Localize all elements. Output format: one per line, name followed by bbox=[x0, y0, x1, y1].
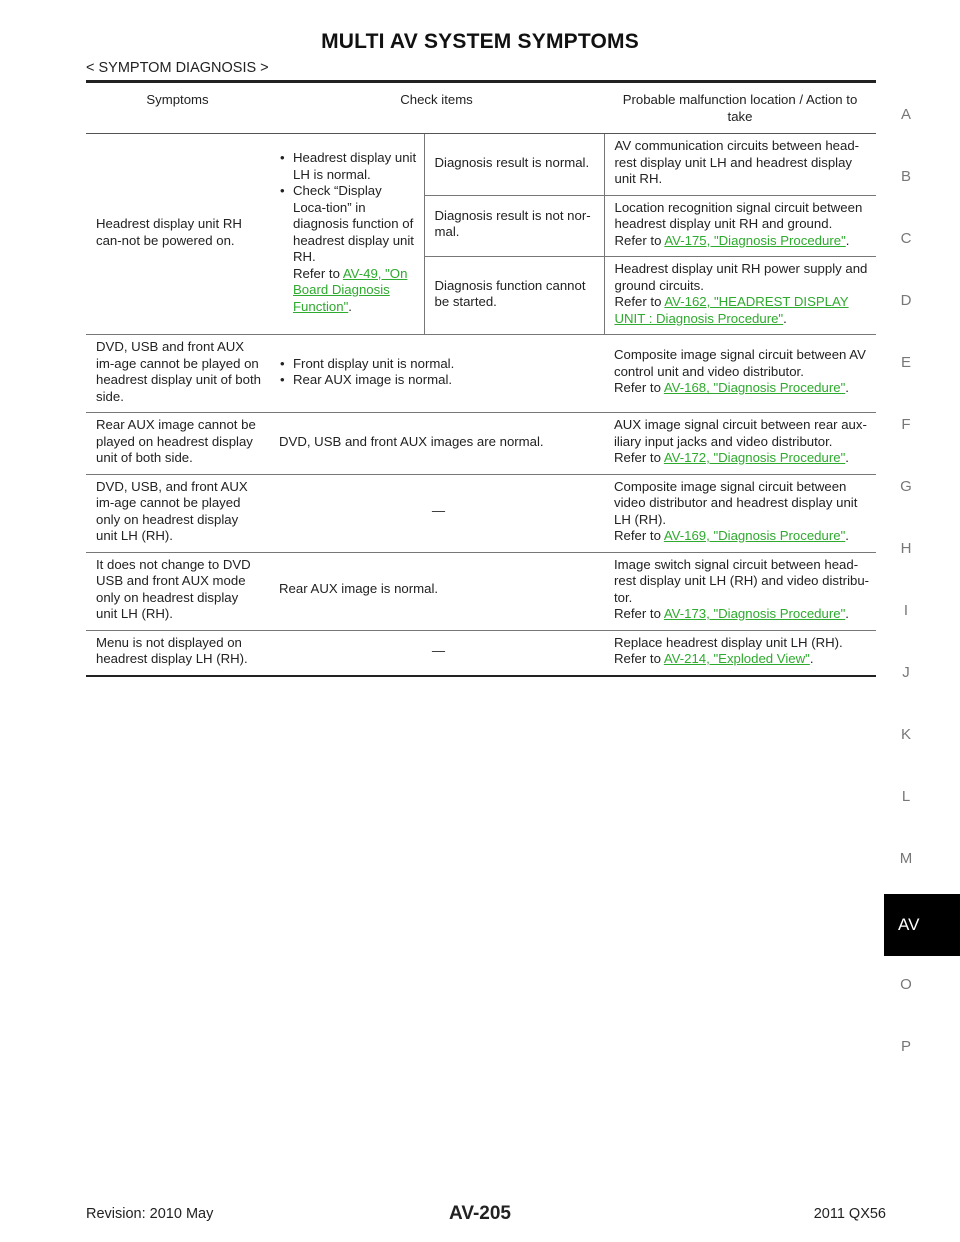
section-index-f[interactable]: F bbox=[901, 416, 911, 433]
footer-model: 2011 QX56 bbox=[813, 1206, 886, 1222]
check-result-cell: Diagnosis function cannot be started. bbox=[423, 256, 604, 335]
check-items-cell: Front display unit is normal. Rear AUX i… bbox=[269, 334, 604, 413]
section-index-l[interactable]: L bbox=[901, 788, 911, 805]
check-items-cell: Rear AUX image is normal. bbox=[269, 552, 604, 631]
table-row: Headrest display unit RH can-not be powe… bbox=[86, 133, 876, 335]
table-header-row: Symptoms Check items Probable malfunctio… bbox=[86, 86, 876, 134]
check-item: Rear AUX image is normal. bbox=[279, 372, 598, 389]
table-row: It does not change to DVD USB and front … bbox=[86, 552, 876, 631]
header-symptoms: Symptoms bbox=[86, 86, 269, 134]
check-items-cell: Headrest display unit LH is normal. Chec… bbox=[269, 133, 424, 335]
table-row: DVD, USB and front AUX im-age cannot be … bbox=[86, 334, 876, 413]
check-items-cell: — bbox=[269, 630, 604, 677]
action-cell: AUX image signal circuit between rear au… bbox=[604, 412, 876, 475]
section-index-o[interactable]: O bbox=[900, 976, 912, 993]
xref-link[interactable]: AV-214, "Exploded View" bbox=[663, 651, 810, 666]
check-item: Check “Display Loca-tion” in diagnosis f… bbox=[279, 183, 418, 315]
action-cell: Location recognition signal circuit betw… bbox=[603, 195, 876, 257]
breadcrumb: < SYMPTOM DIAGNOSIS > bbox=[86, 60, 269, 76]
section-index: A B C D E F G H I J K L M AV O P bbox=[884, 0, 960, 1242]
section-index-i[interactable]: I bbox=[903, 602, 909, 619]
table-row: DVD, USB, and front AUX im-age cannot be… bbox=[86, 474, 876, 553]
header-divider bbox=[86, 80, 876, 83]
footer-page-number: AV-205 bbox=[449, 1203, 511, 1224]
check-items-cell: — bbox=[269, 474, 604, 553]
section-index-k[interactable]: K bbox=[900, 726, 911, 743]
xref-link[interactable]: AV-169, "Diagnosis Procedure" bbox=[663, 528, 846, 543]
xref-link[interactable]: AV-49, "On Board Diagnosis Function" bbox=[293, 265, 408, 314]
section-index-d[interactable]: D bbox=[900, 292, 912, 309]
section-index-c[interactable]: C bbox=[900, 230, 912, 247]
symptom-cell: Rear AUX image cannot be played on headr… bbox=[86, 412, 269, 475]
symptom-cell: It does not change to DVD USB and front … bbox=[86, 552, 269, 631]
check-item: Headrest display unit LH is normal. bbox=[279, 150, 418, 183]
section-index-p[interactable]: P bbox=[900, 1038, 911, 1055]
check-result-cell: Diagnosis result is normal. bbox=[423, 133, 604, 196]
check-item: Front display unit is normal. bbox=[279, 356, 598, 373]
section-index-av-active[interactable]: AV bbox=[884, 894, 960, 956]
action-cell: Headrest display unit RH power supply an… bbox=[603, 256, 876, 335]
section-index-m[interactable]: M bbox=[899, 850, 913, 867]
xref-link[interactable]: AV-172, "Diagnosis Procedure" bbox=[663, 450, 846, 465]
xref-link[interactable]: AV-173, "Diagnosis Procedure" bbox=[663, 606, 846, 621]
action-cell: Replace headrest display unit LH (RH). R… bbox=[604, 630, 876, 677]
action-cell: AV communication circuits between head-r… bbox=[603, 133, 876, 196]
page-title: MULTI AV SYSTEM SYMPTOMS bbox=[321, 30, 639, 53]
symptom-cell: DVD, USB and front AUX im-age cannot be … bbox=[86, 334, 269, 413]
header-check-items: Check items bbox=[269, 86, 604, 134]
check-result-cell: Diagnosis result is not nor-mal. bbox=[423, 195, 604, 257]
action-cell: Composite image signal circuit between A… bbox=[604, 334, 876, 413]
section-index-b[interactable]: B bbox=[900, 168, 911, 185]
symptom-cell: Headrest display unit RH can-not be powe… bbox=[86, 133, 269, 335]
section-index-g[interactable]: G bbox=[900, 478, 912, 495]
xref-link[interactable]: AV-168, "Diagnosis Procedure" bbox=[663, 380, 846, 396]
action-cell: Composite image signal circuit between v… bbox=[604, 474, 876, 553]
symptom-cell: DVD, USB, and front AUX im-age cannot be… bbox=[86, 474, 269, 553]
section-index-a[interactable]: A bbox=[900, 106, 911, 123]
action-cell: Image switch signal circuit between head… bbox=[604, 552, 876, 631]
header-action: Probable malfunction location / Action t… bbox=[604, 86, 876, 134]
check-items-cell: DVD, USB and front AUX images are normal… bbox=[269, 412, 604, 475]
table-row: Menu is not displayed on headrest displa… bbox=[86, 630, 876, 677]
footer-revision: Revision: 2010 May bbox=[86, 1206, 214, 1222]
xref-link[interactable]: AV-162, "HEADREST DISPLAY UNIT : Diagnos… bbox=[614, 294, 849, 326]
table-row: Diagnosis function cannot be started. He… bbox=[86, 256, 876, 335]
section-index-h[interactable]: H bbox=[900, 540, 912, 557]
symptom-cell: Menu is not displayed on headrest displa… bbox=[86, 630, 269, 677]
xref-link[interactable]: AV-175, "Diagnosis Procedure" bbox=[664, 232, 846, 248]
table-row: Rear AUX image cannot be played on headr… bbox=[86, 412, 876, 475]
section-index-j[interactable]: J bbox=[902, 664, 910, 681]
section-index-e[interactable]: E bbox=[900, 354, 911, 371]
table-row: Diagnosis result is not nor-mal. Locatio… bbox=[86, 195, 876, 257]
symptom-table: Symptoms Check items Probable malfunctio… bbox=[86, 86, 876, 677]
